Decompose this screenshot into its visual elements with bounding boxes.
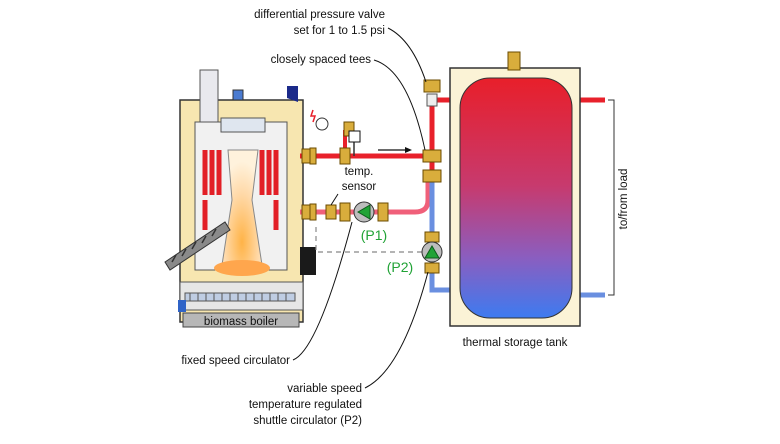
heat-exchanger-top (220, 117, 266, 133)
temp-sensor-label-line1: temp. (345, 166, 374, 178)
p1-label: (P1) (361, 227, 387, 243)
boiler-top-cap (287, 86, 298, 102)
biomass-boiler: biomass boiler (164, 69, 316, 328)
flue-damper (232, 89, 244, 101)
temp-sensor-label-line2: sensor (342, 181, 377, 193)
supply-union-nut (309, 147, 317, 165)
diff-valve-leader (387, 27, 427, 83)
fixed-circ-label: fixed speed circulator (181, 355, 290, 367)
control-wire (315, 227, 432, 253)
return-fittings (301, 203, 337, 221)
load-bracket: to/from load (608, 99, 630, 296)
auger-feed (164, 221, 231, 271)
pump-arrow-icon (357, 204, 371, 220)
flow-arrow-supply (378, 147, 412, 153)
tank-air-vent (507, 51, 521, 71)
var-circ-label-line2: temperature regulated (249, 399, 362, 411)
heat-exchanger-tubes (202, 150, 279, 230)
supply-fittings (301, 109, 361, 165)
fuel-pile (214, 260, 270, 276)
tees-label: closely spaced tees (271, 54, 372, 66)
closely-spaced-tees (422, 149, 442, 183)
ash-auger (184, 292, 296, 302)
p2-label: (P2) (387, 259, 413, 275)
supply-union (301, 148, 311, 164)
air-vent-box-icon (348, 130, 361, 143)
differential-pressure-valve (423, 79, 441, 107)
thermal-storage-tank: thermal storage tank (449, 51, 581, 349)
tees-leader (373, 59, 426, 151)
pressure-gauge-icon (315, 117, 329, 131)
var-circ-label-line3: shuttle circulator (P2) (253, 415, 362, 427)
diff-valve-label-line1: differential pressure valve (254, 9, 385, 21)
temp-sensor-well (325, 204, 337, 220)
var-circ-leader (364, 271, 429, 389)
boiler-label: biomass boiler (204, 316, 278, 328)
relief-tee (339, 147, 351, 165)
tank-vessel (459, 77, 573, 319)
temp-sensor-leader (330, 193, 339, 206)
circulator-p1 (339, 201, 389, 223)
var-circ-label-line1: variable speed (287, 383, 362, 395)
circulator-p2 (421, 231, 443, 274)
control-box (300, 247, 316, 275)
boiler-label-plate (182, 312, 300, 328)
relief-valve-spring (309, 109, 317, 123)
fixed-circ-leader (292, 221, 353, 361)
diff-valve-label-line2: set for 1 to 1.5 psi (294, 25, 385, 37)
load-label: to/from load (618, 169, 630, 230)
tank-label: thermal storage tank (463, 337, 568, 349)
flue-pipe (199, 69, 219, 131)
return-pipe (300, 180, 431, 215)
pump-arrow-icon-p2 (424, 245, 440, 259)
ash-motor (178, 300, 186, 312)
